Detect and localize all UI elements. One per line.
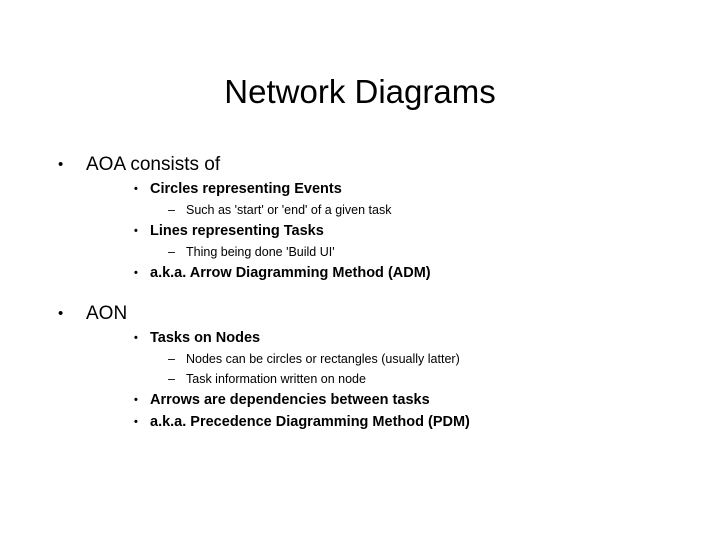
bullet-level3-nodes-shapes: – Nodes can be circles or rectangles (us… — [0, 349, 720, 369]
bullet-level2-label: a.k.a. Precedence Diagramming Method (PD… — [150, 414, 470, 430]
bullet-level1-aon: • AON — [0, 301, 720, 327]
slide-body: • AOA consists of • Circles representing… — [0, 152, 720, 433]
bullet-level2-circles: • Circles representing Events — [0, 178, 720, 200]
bullet-marker-icon: • — [134, 394, 138, 406]
bullet-marker-icon: • — [134, 267, 138, 279]
dash-marker-icon: – — [168, 245, 175, 259]
bullet-level3-label: Thing being done 'Build UI' — [186, 245, 335, 259]
bullet-level2-tasks-on-nodes: • Tasks on Nodes — [0, 327, 720, 349]
bullet-level3-such-as: – Such as 'start' or 'end' of a given ta… — [0, 200, 720, 220]
section-aon: • AON • Tasks on Nodes – Nodes can be ci… — [0, 301, 720, 433]
bullet-level1-label: AON — [86, 303, 128, 324]
bullet-marker-icon: • — [134, 225, 138, 237]
bullet-level2-label: Lines representing Tasks — [150, 223, 324, 239]
bullet-level1-aoa: • AOA consists of — [0, 152, 720, 178]
bullet-marker-icon: • — [134, 416, 138, 428]
bullet-level3-label: Such as 'start' or 'end' of a given task — [186, 203, 392, 217]
dash-marker-icon: – — [168, 372, 175, 386]
bullet-level2-adm: • a.k.a. Arrow Diagramming Method (ADM) — [0, 262, 720, 284]
dash-marker-icon: – — [168, 352, 175, 366]
bullet-level2-label: a.k.a. Arrow Diagramming Method (ADM) — [150, 265, 431, 281]
page-title: Network Diagrams — [224, 73, 496, 110]
bullet-level2-pdm: • a.k.a. Precedence Diagramming Method (… — [0, 411, 720, 433]
section-aoa: • AOA consists of • Circles representing… — [0, 152, 720, 284]
dash-marker-icon: – — [168, 203, 175, 217]
bullet-marker-icon: • — [134, 332, 138, 344]
bullet-level3-label: Nodes can be circles or rectangles (usua… — [186, 352, 460, 366]
bullet-level2-arrows: • Arrows are dependencies between tasks — [0, 389, 720, 411]
bullet-level2-label: Circles representing Events — [150, 181, 342, 197]
bullet-level3-task-information: – Task information written on node — [0, 369, 720, 389]
bullet-marker-icon: • — [134, 183, 138, 195]
bullet-level2-label: Tasks on Nodes — [150, 330, 261, 346]
bullet-level3-thing-being-done: – Thing being done 'Build UI' — [0, 242, 720, 262]
section-spacer — [0, 284, 720, 301]
bullet-level1-label: AOA consists of — [86, 154, 221, 175]
bullet-level2-label: Arrows are dependencies between tasks — [150, 392, 430, 408]
bullet-level2-lines: • Lines representing Tasks — [0, 220, 720, 242]
bullet-marker-icon: • — [58, 305, 64, 322]
bullet-level3-label: Task information written on node — [186, 372, 366, 386]
bullet-marker-icon: • — [58, 156, 64, 173]
